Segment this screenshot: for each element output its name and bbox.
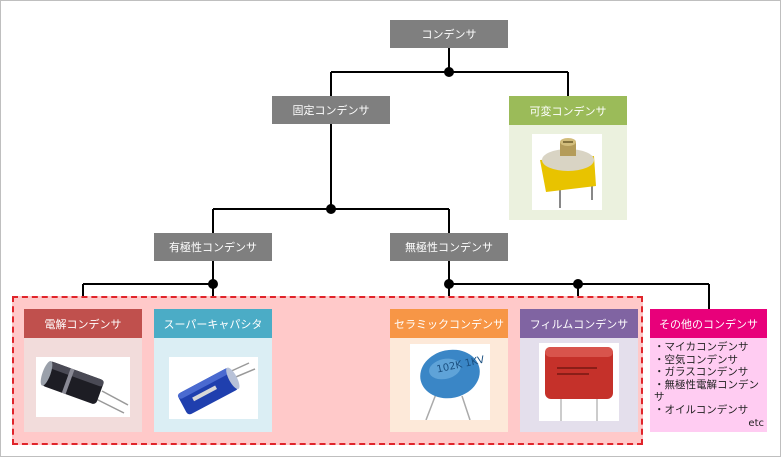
ceramic-capacitor-image: 102K 1KV xyxy=(410,344,490,421)
electrolytic-capacitor-image xyxy=(36,357,130,417)
supercapacitor-image xyxy=(169,357,258,419)
list-item: ガラスコンデンサ xyxy=(654,366,767,379)
fixed-capacitor-node: 固定コンデンサ xyxy=(272,96,390,124)
trimmer-capacitor-image xyxy=(532,134,602,210)
root-node: コンデンサ xyxy=(390,20,508,48)
list-item: マイカコンデンサ xyxy=(654,341,767,354)
list-item: オイルコンデンサ xyxy=(654,404,767,417)
other-capacitors-label: その他のコンデンサ xyxy=(650,309,767,338)
electrolytic-panel: 電解コンデンサ xyxy=(24,309,142,432)
other-capacitors-panel: その他のコンデンサ マイカコンデンサ 空気コンデンサ ガラスコンデンサ 無極性電… xyxy=(650,309,767,432)
polar-capacitor-node: 有極性コンデンサ xyxy=(154,233,272,261)
ceramic-panel: セラミックコンデンサ 102K 1KV xyxy=(390,309,508,432)
supercapacitor-panel: スーパーキャパシタ xyxy=(154,309,272,432)
film-label: フィルムコンデンサ xyxy=(520,309,638,338)
variable-capacitor-panel: 可変コンデンサ xyxy=(509,96,627,220)
electrolytic-label: 電解コンデンサ xyxy=(24,309,142,338)
other-capacitors-list: マイカコンデンサ 空気コンデンサ ガラスコンデンサ 無極性電解コンデンサ オイル… xyxy=(654,341,767,416)
etc-label: etc xyxy=(748,418,764,429)
ceramic-label: セラミックコンデンサ xyxy=(390,309,508,338)
film-panel: フィルムコンデンサ xyxy=(520,309,638,432)
variable-capacitor-label: 可変コンデンサ xyxy=(509,96,627,125)
list-item: 無極性電解コンデンサ xyxy=(654,379,767,404)
nonpolar-capacitor-node: 無極性コンデンサ xyxy=(390,233,508,261)
list-item: 空気コンデンサ xyxy=(654,354,767,367)
supercapacitor-label: スーパーキャパシタ xyxy=(154,309,272,338)
film-capacitor-image xyxy=(539,343,619,421)
